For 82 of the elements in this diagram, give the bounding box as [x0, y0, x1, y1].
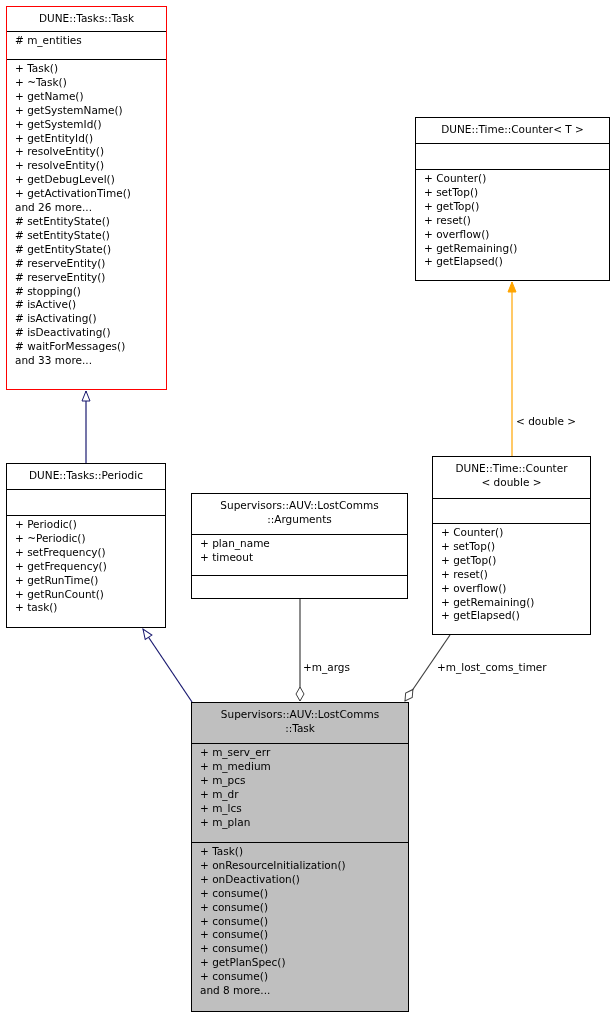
- member-text: + overflow(): [424, 227, 490, 242]
- member-text: + consume(): [200, 900, 268, 915]
- member-text: + m_serv_err: [200, 746, 271, 760]
- member-text: + m_lcs: [200, 801, 242, 816]
- member-text: # setEntityState(): [15, 228, 110, 243]
- member-text: + Counter(): [424, 172, 487, 186]
- member-text: + m_pcs: [200, 773, 246, 788]
- member-text: + Task(): [200, 845, 243, 859]
- member-text: + consume(): [200, 914, 268, 929]
- member-text: + setFrequency(): [15, 545, 106, 560]
- member-text: and 26 more...: [15, 201, 92, 215]
- member-text: + getDebugLevel(): [15, 173, 115, 188]
- member-text: + m_plan: [200, 815, 251, 830]
- member-text: # setEntityState(): [15, 214, 110, 229]
- inheritance-arrow: [81, 390, 91, 464]
- member-text: + Task(): [15, 62, 58, 76]
- member-text: + getName(): [15, 89, 84, 104]
- edge-label: +m_lost_coms_timer: [436, 661, 548, 674]
- member-text: + setTop(): [424, 185, 479, 200]
- class-box: [432, 456, 591, 635]
- member-text: + reset(): [441, 567, 488, 582]
- class-name: Supervisors::AUV::LostComms ::Task: [219, 707, 381, 735]
- class-name: DUNE::Time::Counter< T >: [441, 122, 584, 136]
- member-text: + onDeactivation(): [200, 872, 300, 887]
- member-text: + overflow(): [441, 581, 507, 596]
- member-text: + reset(): [424, 213, 471, 228]
- class-name: DUNE::Tasks::Task: [38, 11, 135, 25]
- member-text: + consume(): [200, 928, 268, 943]
- member-text: # reserveEntity(): [15, 256, 106, 271]
- member-text: + consume(): [200, 942, 268, 957]
- member-text: + plan_name: [200, 537, 270, 551]
- edge-label: < double >: [515, 415, 578, 428]
- member-text: + consume(): [200, 970, 268, 985]
- member-text: and 8 more...: [200, 984, 271, 998]
- member-text: + getFrequency(): [15, 559, 107, 574]
- member-text: + getElapsed(): [424, 255, 503, 270]
- member-text: + m_medium: [200, 759, 271, 774]
- member-text: + consume(): [200, 886, 268, 901]
- member-text: + m_dr: [200, 787, 239, 802]
- member-text: + getRunTime(): [15, 573, 99, 588]
- member-text: + timeout: [200, 550, 254, 565]
- member-text: # reserveEntity(): [15, 270, 106, 285]
- class-box: [191, 702, 409, 1012]
- member-text: + task(): [15, 601, 58, 616]
- member-text: + Periodic(): [15, 518, 77, 532]
- member-text: # getEntityState(): [15, 242, 112, 257]
- member-text: + getActivationTime(): [15, 187, 131, 202]
- class-box: [6, 463, 166, 628]
- member-text: # isDeactivating(): [15, 326, 111, 341]
- member-text: + getPlanSpec(): [200, 956, 286, 971]
- member-text: + ~Task(): [15, 75, 67, 90]
- member-text: # stopping(): [15, 284, 81, 299]
- member-text: + getSystemId(): [15, 117, 102, 132]
- member-text: and 33 more...: [15, 354, 92, 368]
- member-text: + ~Periodic(): [15, 531, 86, 546]
- inheritance-arrow: [507, 281, 517, 457]
- member-text: + getEntityId(): [15, 131, 93, 146]
- member-text: + getSystemName(): [15, 103, 123, 118]
- member-text: # m_entities: [15, 34, 82, 48]
- member-text: # isActivating(): [15, 312, 97, 327]
- aggregation-line: [295, 598, 305, 702]
- member-text: # waitForMessages(): [15, 340, 126, 355]
- class-name: Supervisors::AUV::LostComms ::Arguments: [219, 498, 380, 526]
- class-name: DUNE::Time::Counter < double >: [454, 461, 569, 489]
- edge-label: +m_args: [302, 661, 351, 674]
- member-text: + getRemaining(): [441, 595, 535, 610]
- inheritance-arrow: [142, 628, 193, 703]
- member-text: + getRunCount(): [15, 587, 104, 602]
- class-box: [415, 117, 610, 281]
- member-text: # isActive(): [15, 298, 77, 313]
- member-text: + getTop(): [424, 199, 480, 214]
- member-text: + getElapsed(): [441, 609, 520, 624]
- aggregation-line: [404, 634, 451, 702]
- member-text: + Counter(): [441, 526, 504, 540]
- member-text: + onResourceInitialization(): [200, 858, 346, 873]
- member-text: + resolveEntity(): [15, 145, 104, 160]
- member-text: + getTop(): [441, 553, 497, 568]
- class-name: DUNE::Tasks::Periodic: [29, 468, 143, 482]
- member-text: + resolveEntity(): [15, 159, 104, 174]
- class-box: [191, 493, 408, 599]
- member-text: + setTop(): [441, 539, 496, 554]
- member-text: + getRemaining(): [424, 241, 518, 256]
